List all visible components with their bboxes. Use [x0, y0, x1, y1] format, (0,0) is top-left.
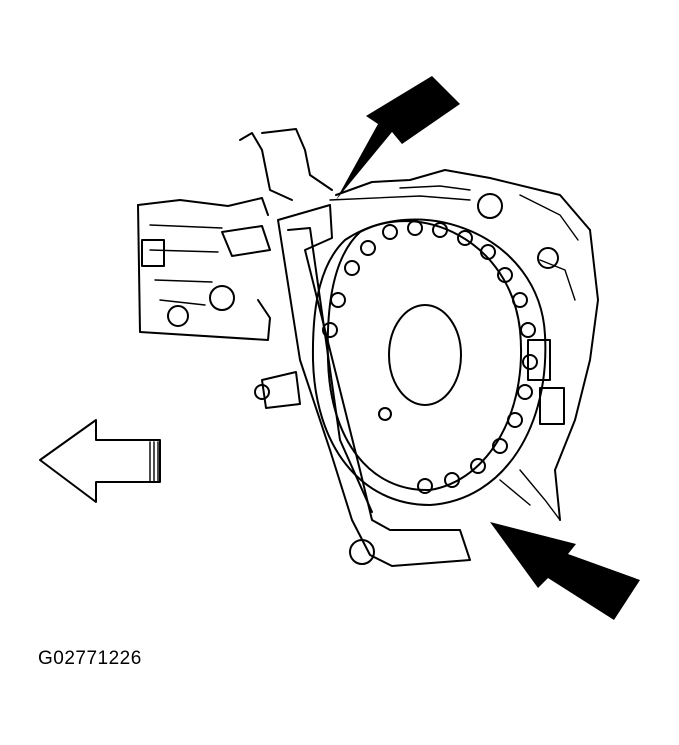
timing-chain	[322, 220, 538, 494]
lower-pointer-arrow	[490, 522, 640, 620]
figure-id-label: G02771226	[38, 648, 142, 669]
engine-block-outline	[137, 128, 599, 521]
direction-arrow	[39, 419, 161, 503]
timing-cover	[277, 204, 471, 567]
chain-guide	[349, 193, 565, 565]
upper-pointer-arrow	[336, 76, 460, 200]
